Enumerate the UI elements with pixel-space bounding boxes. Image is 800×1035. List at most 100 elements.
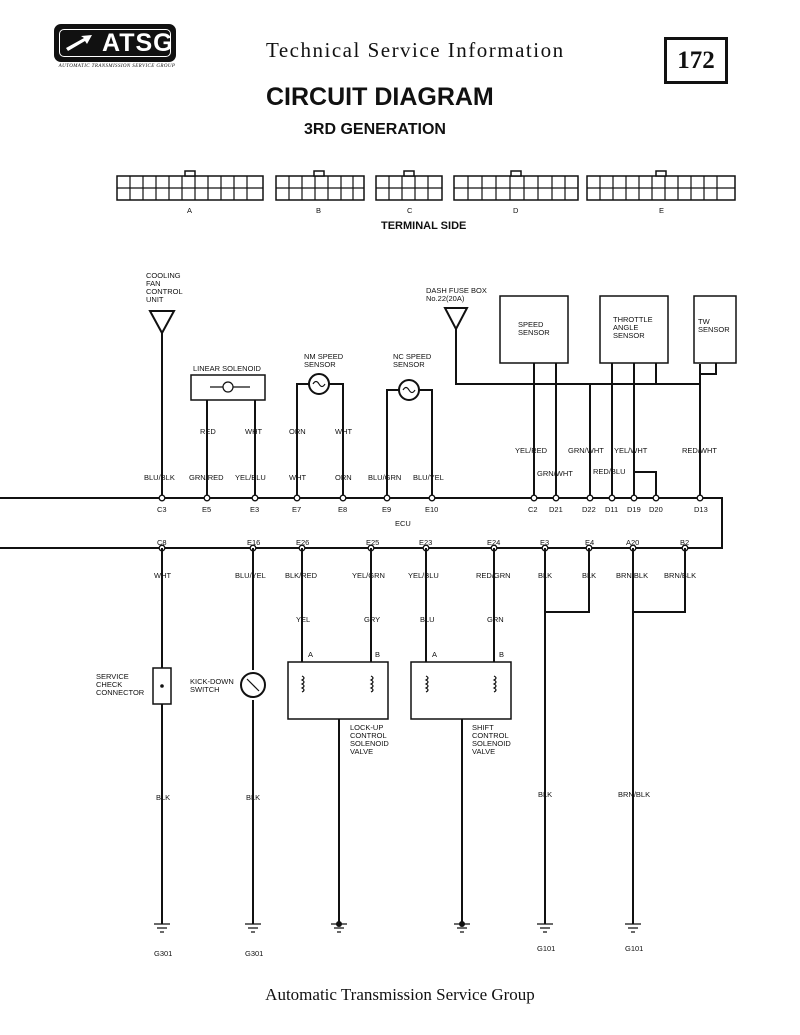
svg-text:COOLING: COOLING: [146, 271, 181, 280]
svg-text:A: A: [308, 650, 313, 659]
svg-text:D11: D11: [605, 505, 618, 514]
svg-text:BLK: BLK: [246, 793, 260, 802]
svg-text:LOCK-UP: LOCK-UP: [350, 723, 383, 732]
upper-ecu-wire-names: BLU/BLK GRN/RED YEL/BLU WHT ORN BLU/GRN …: [144, 473, 444, 482]
upper-wire-color-labels: RED WHT ORN WHT YEL/RED GRN/WHT YEL/WHT …: [200, 427, 717, 478]
svg-text:BLU/GRN: BLU/GRN: [368, 473, 401, 482]
logo-arrow-icon: [66, 35, 92, 51]
connector-b: B: [275, 170, 365, 215]
svg-text:TW: TW: [698, 317, 711, 326]
svg-text:G101: G101: [537, 944, 555, 953]
svg-text:YEL/BLU: YEL/BLU: [408, 571, 439, 580]
svg-text:E4: E4: [585, 538, 594, 547]
lower-pin-names: C8 E16 E26 E25 E23 E24 E3 E4 A20 B2: [157, 538, 689, 547]
svg-text:DASH FUSE BOX: DASH FUSE BOX: [426, 286, 487, 295]
svg-text:ANGLE: ANGLE: [613, 323, 638, 332]
svg-text:UNIT: UNIT: [146, 295, 164, 304]
svg-text:A: A: [432, 650, 437, 659]
svg-text:KICK-DOWN: KICK-DOWN: [190, 677, 234, 686]
svg-text:C2: C2: [528, 505, 538, 514]
svg-text:BLU/YEL: BLU/YEL: [413, 473, 444, 482]
svg-text:GRY: GRY: [364, 615, 380, 624]
svg-text:YEL/WHT: YEL/WHT: [614, 446, 648, 455]
connector-c-label: C: [407, 206, 413, 215]
svg-text:G301: G301: [154, 949, 172, 958]
svg-text:BLK: BLK: [156, 793, 170, 802]
svg-text:CHECK: CHECK: [96, 680, 122, 689]
svg-text:GRN/WHT: GRN/WHT: [537, 469, 573, 478]
upper-pin-names: C3 E5 E3 E7 E8 E9 E10 C2 D21 D22 D11 D19…: [157, 505, 708, 514]
ecu-outline: [0, 497, 723, 549]
atsg-logo: ATSG AUTOMATIC TRANSMISSION SERVICE GROU…: [42, 24, 192, 74]
svg-text:SWITCH: SWITCH: [190, 685, 220, 694]
lower-wiring: [161, 548, 686, 924]
svg-text:D19: D19: [627, 505, 641, 514]
page-number-box: 172: [664, 37, 728, 84]
svg-text:BLU/BLK: BLU/BLK: [144, 473, 175, 482]
svg-text:A20: A20: [626, 538, 639, 547]
svg-text:WHT: WHT: [289, 473, 306, 482]
svg-text:D20: D20: [649, 505, 663, 514]
svg-text:SENSOR: SENSOR: [304, 360, 336, 369]
svg-text:CONNECTOR: CONNECTOR: [96, 688, 145, 697]
svg-text:RED/WHT: RED/WHT: [682, 446, 717, 455]
svg-text:BLK: BLK: [538, 790, 552, 799]
svg-text:LINEAR SOLENOID: LINEAR SOLENOID: [193, 364, 262, 373]
svg-text:G301: G301: [245, 949, 263, 958]
kick-down-switch: KICK-DOWN SWITCH: [190, 672, 266, 698]
svg-text:GRN/WHT: GRN/WHT: [568, 446, 604, 455]
svg-text:RED/BLU: RED/BLU: [593, 467, 626, 476]
cooling-fan-control-unit: COOLING FAN CONTROL UNIT: [146, 271, 183, 498]
svg-text:SOLENOID: SOLENOID: [350, 739, 389, 748]
svg-text:B2: B2: [680, 538, 689, 547]
svg-text:VALVE: VALVE: [472, 747, 495, 756]
connector-a: A: [116, 170, 264, 215]
tw-sensor: TW SENSOR: [693, 295, 737, 498]
linear-solenoid: LINEAR SOLENOID: [190, 364, 266, 498]
connector-d: D: [453, 170, 579, 215]
logo-text: ATSG: [102, 29, 174, 57]
svg-text:No.22(20A): No.22(20A): [426, 294, 465, 303]
connector-a-label: A: [187, 206, 192, 215]
svg-text:YEL/RED: YEL/RED: [515, 446, 548, 455]
svg-text:NC SPEED: NC SPEED: [393, 352, 432, 361]
svg-text:NM SPEED: NM SPEED: [304, 352, 344, 361]
svg-text:BLU/YEL: BLU/YEL: [235, 571, 266, 580]
connector-views: A B C D: [116, 170, 736, 232]
svg-text:SENSOR: SENSOR: [518, 328, 550, 337]
svg-text:THROTTLE: THROTTLE: [613, 315, 653, 324]
svg-text:E24: E24: [487, 538, 500, 547]
technical-title: Technical Service Information: [266, 38, 565, 62]
svg-text:BRN/BLK: BRN/BLK: [618, 790, 650, 799]
nm-speed-sensor: NM SPEED SENSOR: [296, 352, 344, 498]
svg-text:CONTROL: CONTROL: [146, 287, 183, 296]
svg-text:E3: E3: [250, 505, 259, 514]
svg-text:YEL/BLU: YEL/BLU: [235, 473, 266, 482]
svg-text:SENSOR: SENSOR: [393, 360, 425, 369]
mid-wire-color-labels: YEL GRY BLU GRN: [296, 615, 504, 624]
svg-text:D13: D13: [694, 505, 708, 514]
connector-e-label: E: [659, 206, 664, 215]
main-title: CIRCUIT DIAGRAM: [266, 83, 494, 111]
svg-text:SPEED: SPEED: [518, 320, 544, 329]
svg-text:E26: E26: [296, 538, 309, 547]
speed-sensor: SPEED SENSOR: [499, 295, 569, 498]
svg-text:C8: C8: [157, 538, 167, 547]
logo-caption: AUTOMATIC TRANSMISSION SERVICE GROUP: [58, 64, 176, 69]
lock-up-control-solenoid-valve: A B LOCK-UP CONTROL SOLENOID VALVE: [287, 650, 389, 756]
connector-d-label: D: [513, 206, 519, 215]
logo-badge-border: [59, 29, 171, 57]
svg-text:ORN: ORN: [335, 473, 352, 482]
svg-text:B: B: [375, 650, 380, 659]
shift-control-solenoid-valve: A B SHIFT CONTROL SOLENOID VALVE: [410, 650, 512, 756]
svg-text:YEL/GRN: YEL/GRN: [352, 571, 385, 580]
nc-speed-sensor: NC SPEED SENSOR: [386, 352, 433, 498]
ground-symbols: G301 G301 G101 G101: [154, 921, 643, 958]
svg-text:WHT: WHT: [245, 427, 262, 436]
svg-text:SHIFT: SHIFT: [472, 723, 494, 732]
lower-wire-color-labels: BLK BLK BLK BRN/BLK: [156, 790, 650, 802]
svg-text:FAN: FAN: [146, 279, 161, 288]
svg-text:E5: E5: [202, 505, 211, 514]
